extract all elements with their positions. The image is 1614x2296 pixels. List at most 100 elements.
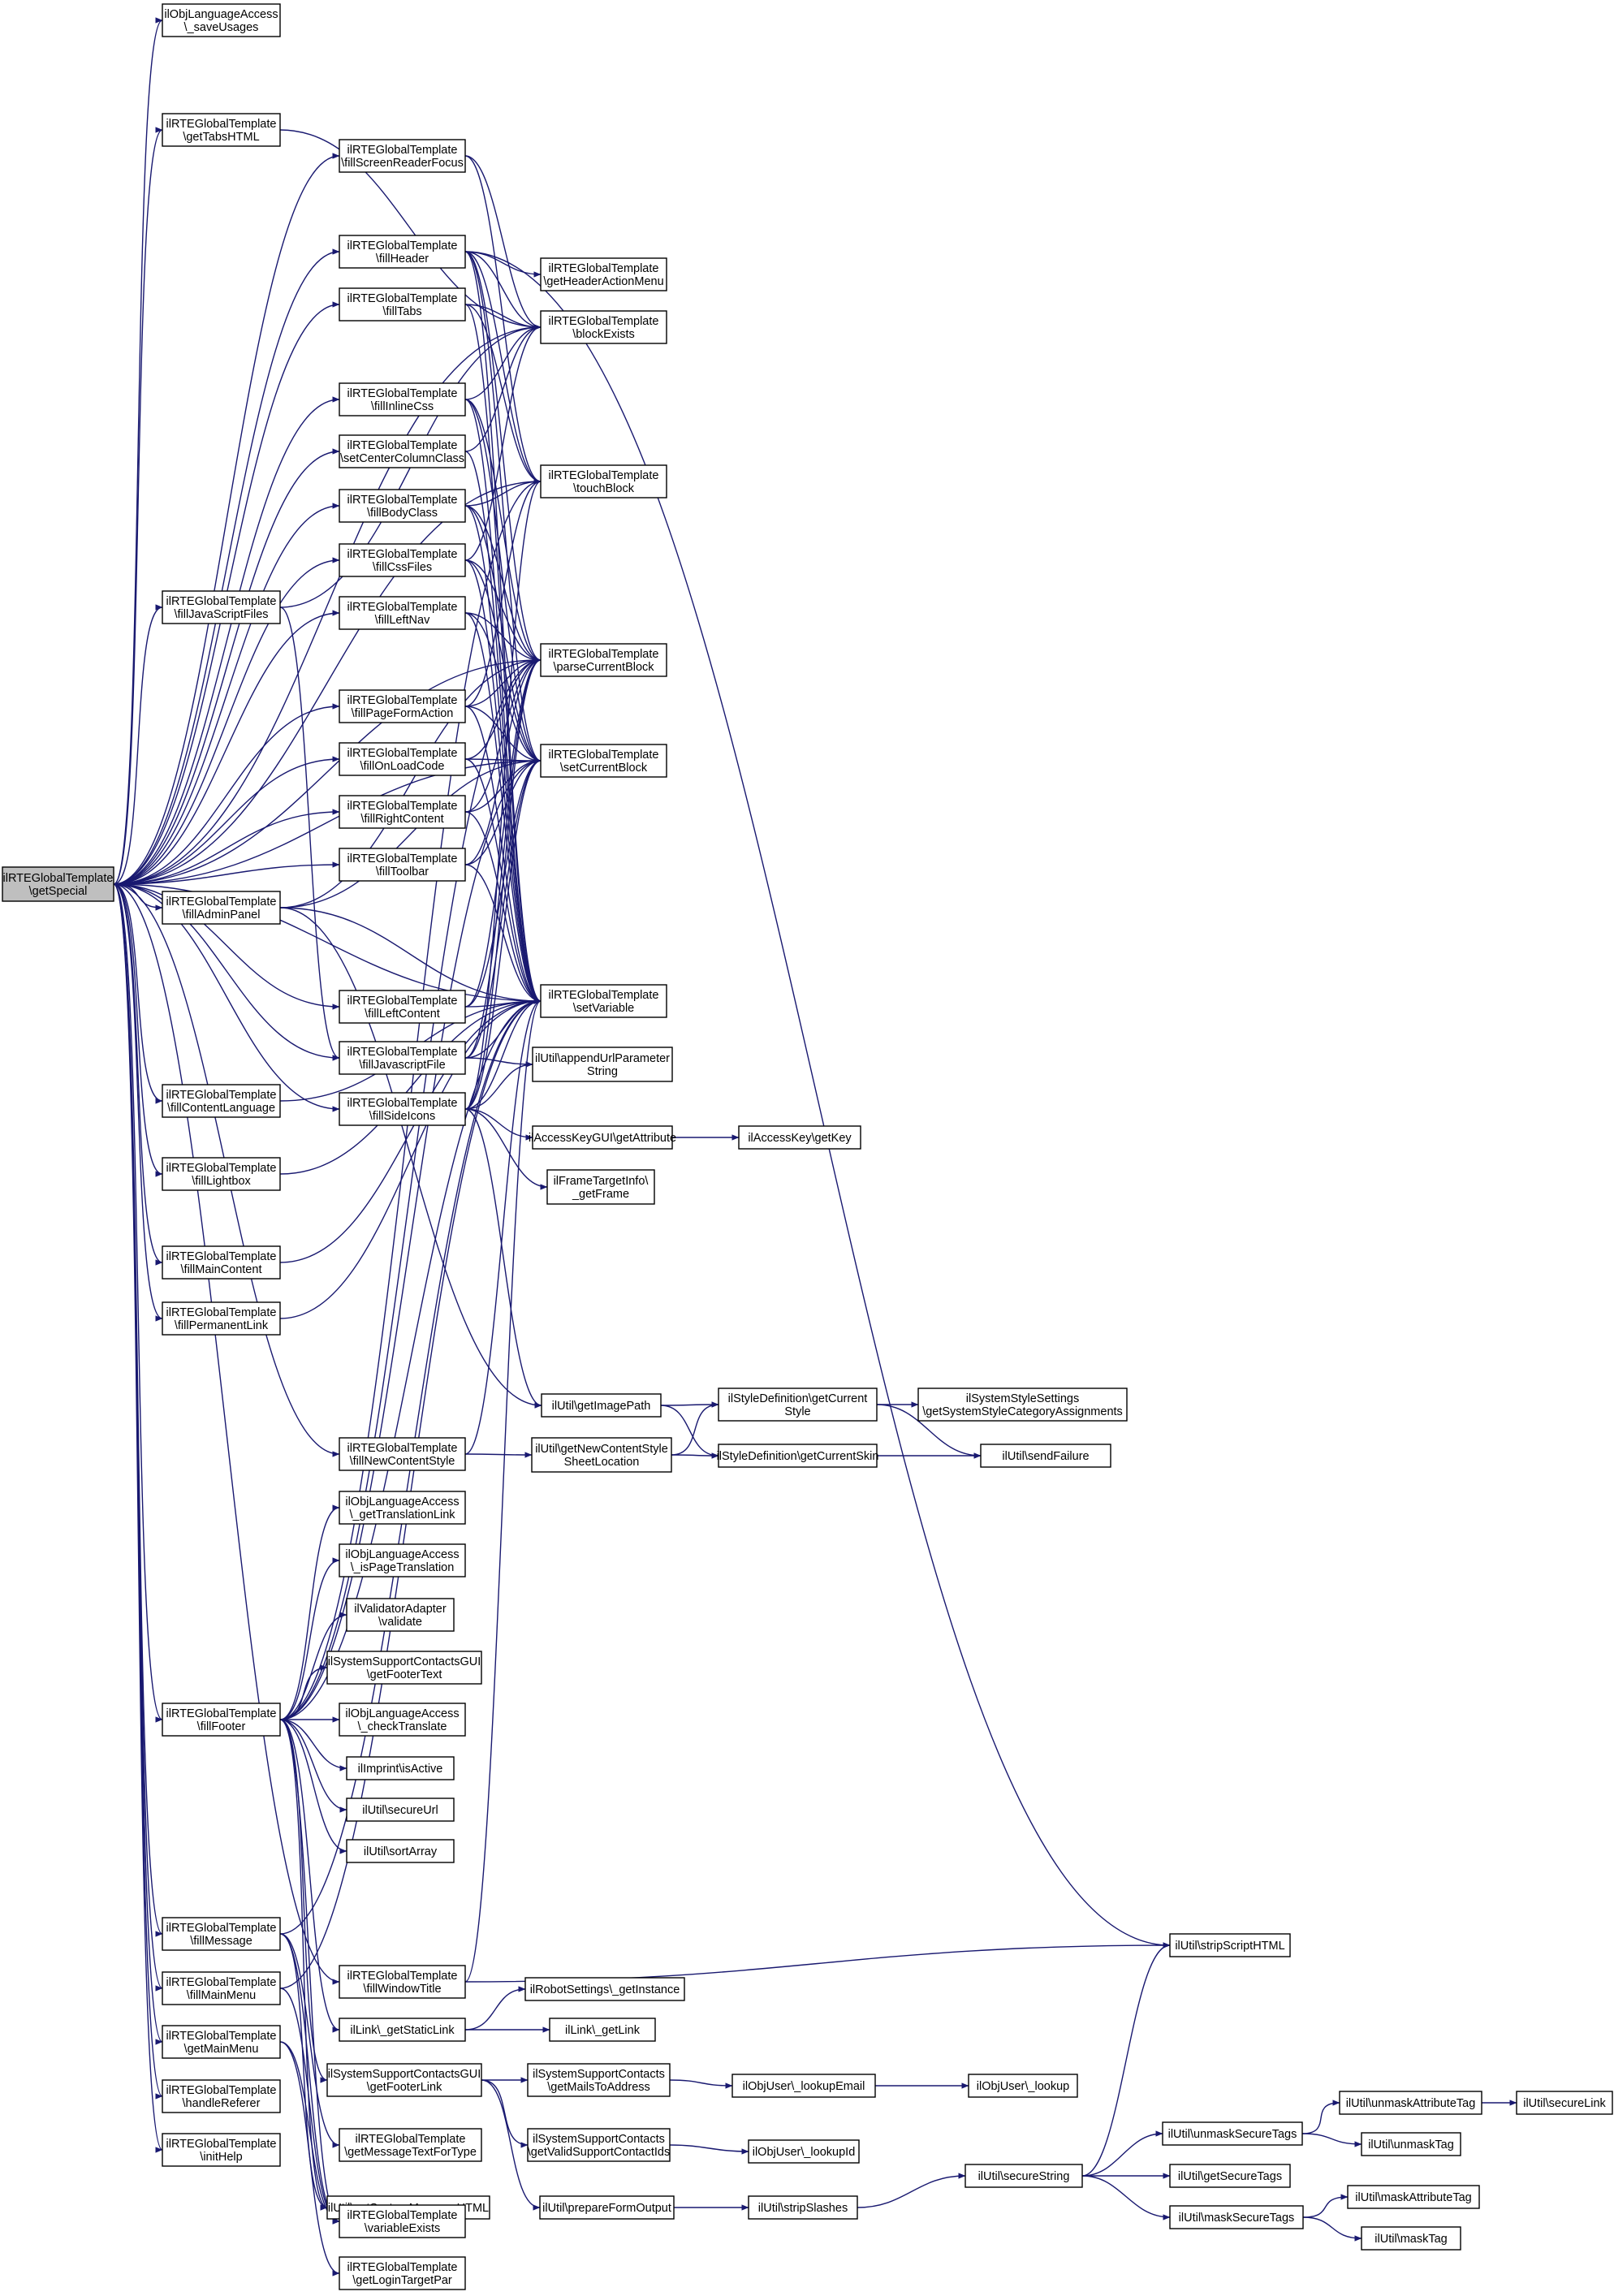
node-getMessageTextForType[interactable]: ilRTEGlobalTemplate\getMessageTextForTyp…	[339, 2128, 482, 2162]
node-fillPageFormAction[interactable]: ilRTEGlobalTemplate\fillPageFormAction	[339, 689, 466, 723]
node-fillMessage[interactable]: ilRTEGlobalTemplate\fillMessage	[162, 1917, 281, 1951]
node-secureString[interactable]: ilUtil\secureString	[965, 2164, 1083, 2188]
node-initHelp[interactable]: ilRTEGlobalTemplate\initHelp	[162, 2133, 281, 2167]
node-stripSlashes[interactable]: ilUtil\stripSlashes	[748, 2195, 858, 2220]
node-label-line: \variableExists	[365, 2222, 440, 2235]
node-setVariable[interactable]: ilRTEGlobalTemplate\setVariable	[540, 984, 667, 1018]
node-fillContentLanguage[interactable]: ilRTEGlobalTemplate\fillContentLanguage	[162, 1084, 281, 1118]
node-getFooterLink[interactable]: ilSystemSupportContactsGUI\getFooterLink	[326, 2063, 482, 2097]
node-getStaticLink[interactable]: ilLink\_getStaticLink	[339, 2018, 466, 2042]
node-fillMainContent[interactable]: ilRTEGlobalTemplate\fillMainContent	[162, 1245, 281, 1280]
node-maskSecureTags[interactable]: ilUtil\maskSecureTags	[1169, 2205, 1304, 2229]
node-getAttribute[interactable]: ilAccessKeyGUI\getAttribute	[529, 1125, 676, 1150]
edge-fillFooter-to-getTranslationLink	[279, 1504, 340, 1720]
node-getLink[interactable]: ilLink\_getLink	[549, 2018, 656, 2042]
node-blockExists[interactable]: ilRTEGlobalTemplate\blockExists	[540, 310, 667, 344]
node-box	[162, 891, 281, 925]
node-label-line: ilRTEGlobalTemplate	[347, 694, 458, 707]
node-prepareFormOutput[interactable]: ilUtil\prepareFormOutput	[539, 2195, 675, 2220]
node-fillHeader[interactable]: ilRTEGlobalTemplate\fillHeader	[339, 235, 466, 269]
edge-fillCssFiles-to-setCurrentBlock	[464, 559, 542, 764]
node-getFooterText[interactable]: ilSystemSupportContactsGUI\getFooterText	[326, 1651, 482, 1685]
node-getMainMenu[interactable]: ilRTEGlobalTemplate\getMainMenu	[162, 2025, 281, 2059]
node-getTranslationLink[interactable]: ilObjLanguageAccess\_getTranslationLink	[339, 1491, 466, 1525]
node-touchBlock[interactable]: ilRTEGlobalTemplate\touchBlock	[540, 464, 667, 498]
node-lookup[interactable]: ilObjUser\_lookup	[968, 2074, 1078, 2098]
node-getValidSupportContactIds[interactable]: ilSystemSupportContacts\getValidSupportC…	[527, 2128, 671, 2162]
node-fillBodyClass[interactable]: ilRTEGlobalTemplate\fillBodyClass	[339, 489, 466, 523]
node-getInstance[interactable]: ilRobotSettings\_getInstance	[524, 1977, 685, 2001]
edge-getSpecial-to-fillJavascriptFile	[113, 883, 340, 1061]
node-checkTranslate[interactable]: ilObjLanguageAccess\_checkTranslate	[339, 1703, 466, 1737]
node-fillJavaScriptFiles[interactable]: ilRTEGlobalTemplate\fillJavaScriptFiles	[162, 590, 281, 624]
node-getSystemStyleCategoryAssignments[interactable]: ilSystemStyleSettings\getSystemStyleCate…	[917, 1388, 1128, 1422]
node-setCurrentBlock[interactable]: ilRTEGlobalTemplate\setCurrentBlock	[540, 744, 667, 778]
node-unmaskAttributeTag[interactable]: ilUtil\unmaskAttributeTag	[1339, 2091, 1482, 2115]
node-label-line: ilSystemStyleSettings	[966, 1392, 1079, 1405]
node-box	[339, 235, 466, 269]
node-saveUsages[interactable]: ilObjLanguageAccess\_saveUsages	[162, 3, 281, 37]
node-label-line: \fillLeftNav	[375, 614, 430, 627]
node-getImagePath[interactable]: ilUtil\getImagePath	[541, 1393, 662, 1418]
node-handleReferer[interactable]: ilRTEGlobalTemplate\handleReferer	[162, 2079, 281, 2113]
node-isPageTranslation[interactable]: ilObjLanguageAccess\_isPageTranslation	[339, 1543, 466, 1577]
node-box	[731, 2074, 876, 2098]
node-fillAdminPanel[interactable]: ilRTEGlobalTemplate\fillAdminPanel	[162, 891, 281, 925]
node-fillLeftNav[interactable]: ilRTEGlobalTemplate\fillLeftNav	[339, 596, 466, 630]
node-setCenterColumnClass[interactable]: ilRTEGlobalTemplate\setCenterColumnClass	[339, 434, 466, 468]
node-getSpecial[interactable]: ilRTEGlobalTemplate\getSpecial	[2, 866, 114, 902]
node-fillNewContentStyle[interactable]: ilRTEGlobalTemplate\fillNewContentStyle	[339, 1437, 466, 1471]
node-getHeaderActionMenu[interactable]: ilRTEGlobalTemplate\getHeaderActionMenu	[540, 257, 667, 291]
node-secureLink[interactable]: ilUtil\secureLink	[1516, 2091, 1613, 2115]
node-getMailsToAddress[interactable]: ilSystemSupportContacts\getMailsToAddres…	[527, 2063, 671, 2097]
node-fillLightbox[interactable]: ilRTEGlobalTemplate\fillLightbox	[162, 1157, 281, 1191]
node-fillLeftContent[interactable]: ilRTEGlobalTemplate\fillLeftContent	[339, 990, 466, 1024]
node-fillSideIcons[interactable]: ilRTEGlobalTemplate\fillSideIcons	[339, 1092, 466, 1126]
node-maskAttributeTag[interactable]: ilUtil\maskAttributeTag	[1347, 2185, 1480, 2209]
node-validate[interactable]: ilValidatorAdapter\validate	[346, 1598, 455, 1632]
node-box	[718, 1444, 878, 1468]
node-unmaskSecureTags[interactable]: ilUtil\unmaskSecureTags	[1162, 2121, 1303, 2146]
node-fillPermanentLink[interactable]: ilRTEGlobalTemplate\fillPermanentLink	[162, 1301, 281, 1336]
node-sortArray[interactable]: ilUtil\sortArray	[346, 1839, 455, 1863]
node-getSecureTags[interactable]: ilUtil\getSecureTags	[1169, 2164, 1291, 2188]
node-fillOnLoadCode[interactable]: ilRTEGlobalTemplate\fillOnLoadCode	[339, 742, 466, 776]
node-maskTag[interactable]: ilUtil\maskTag	[1361, 2226, 1461, 2251]
node-stripScriptHTML[interactable]: ilUtil\stripScriptHTML	[1169, 1933, 1291, 1957]
node-variableExists[interactable]: ilRTEGlobalTemplate\variableExists	[339, 2204, 466, 2238]
node-fillFooter[interactable]: ilRTEGlobalTemplate\fillFooter	[162, 1703, 281, 1737]
node-fillInlineCss[interactable]: ilRTEGlobalTemplate\fillInlineCss	[339, 382, 466, 416]
edge-getMainMenu-to-getLoginTargetPar	[279, 2041, 340, 2277]
node-fillScreenReaderFocus[interactable]: ilRTEGlobalTemplate\fillScreenReaderFocu…	[339, 139, 466, 173]
node-getKey[interactable]: ilAccessKey\getKey	[738, 1125, 861, 1150]
node-unmaskTag[interactable]: ilUtil\unmaskTag	[1361, 2132, 1461, 2156]
node-getLoginTargetPar[interactable]: ilRTEGlobalTemplate\getLoginTargetPar	[339, 2256, 466, 2290]
node-fillMainMenu[interactable]: ilRTEGlobalTemplate\fillMainMenu	[162, 1971, 281, 2005]
node-parseCurrentBlock[interactable]: ilRTEGlobalTemplate\parseCurrentBlock	[540, 643, 667, 677]
node-fillCssFiles[interactable]: ilRTEGlobalTemplate\fillCssFiles	[339, 543, 466, 577]
node-lookupEmail[interactable]: ilObjUser\_lookupEmail	[731, 2074, 876, 2098]
edge-fillBodyClass-to-setVariable	[464, 505, 542, 1004]
node-fillToolbar[interactable]: ilRTEGlobalTemplate\fillToolbar	[339, 848, 466, 882]
node-getFrame[interactable]: ilFrameTargetInfo\_getFrame	[546, 1169, 655, 1205]
node-lookupId[interactable]: ilObjUser\_lookupId	[748, 2139, 860, 2164]
node-isActive[interactable]: ilImprint\isActive	[346, 1756, 455, 1780]
node-label-line: _getFrame	[572, 1188, 629, 1201]
node-sendFailure[interactable]: ilUtil\sendFailure	[980, 1444, 1111, 1468]
node-secureUrl[interactable]: ilUtil\secureUrl	[346, 1798, 455, 1822]
node-getCurrentSkin[interactable]: ilStyleDefinition\getCurrentSkin	[717, 1444, 879, 1468]
node-box	[339, 1041, 466, 1075]
node-fillRightContent[interactable]: ilRTEGlobalTemplate\fillRightContent	[339, 795, 466, 829]
node-getTabsHTML[interactable]: ilRTEGlobalTemplate\getTabsHTML	[162, 113, 281, 147]
edge-maskSecureTags-to-maskAttributeTag	[1302, 2194, 1349, 2218]
node-fillWindowTitle[interactable]: ilRTEGlobalTemplate\fillWindowTitle	[339, 1965, 466, 1999]
node-box	[339, 990, 466, 1024]
node-box	[339, 287, 466, 322]
node-fillTabs[interactable]: ilRTEGlobalTemplate\fillTabs	[339, 287, 466, 322]
node-label-line: SheetLocation	[564, 1456, 640, 1469]
node-label-line: ilRTEGlobalTemplate	[166, 896, 277, 908]
node-fillJavascriptFile[interactable]: ilRTEGlobalTemplate\fillJavascriptFile	[339, 1041, 466, 1075]
